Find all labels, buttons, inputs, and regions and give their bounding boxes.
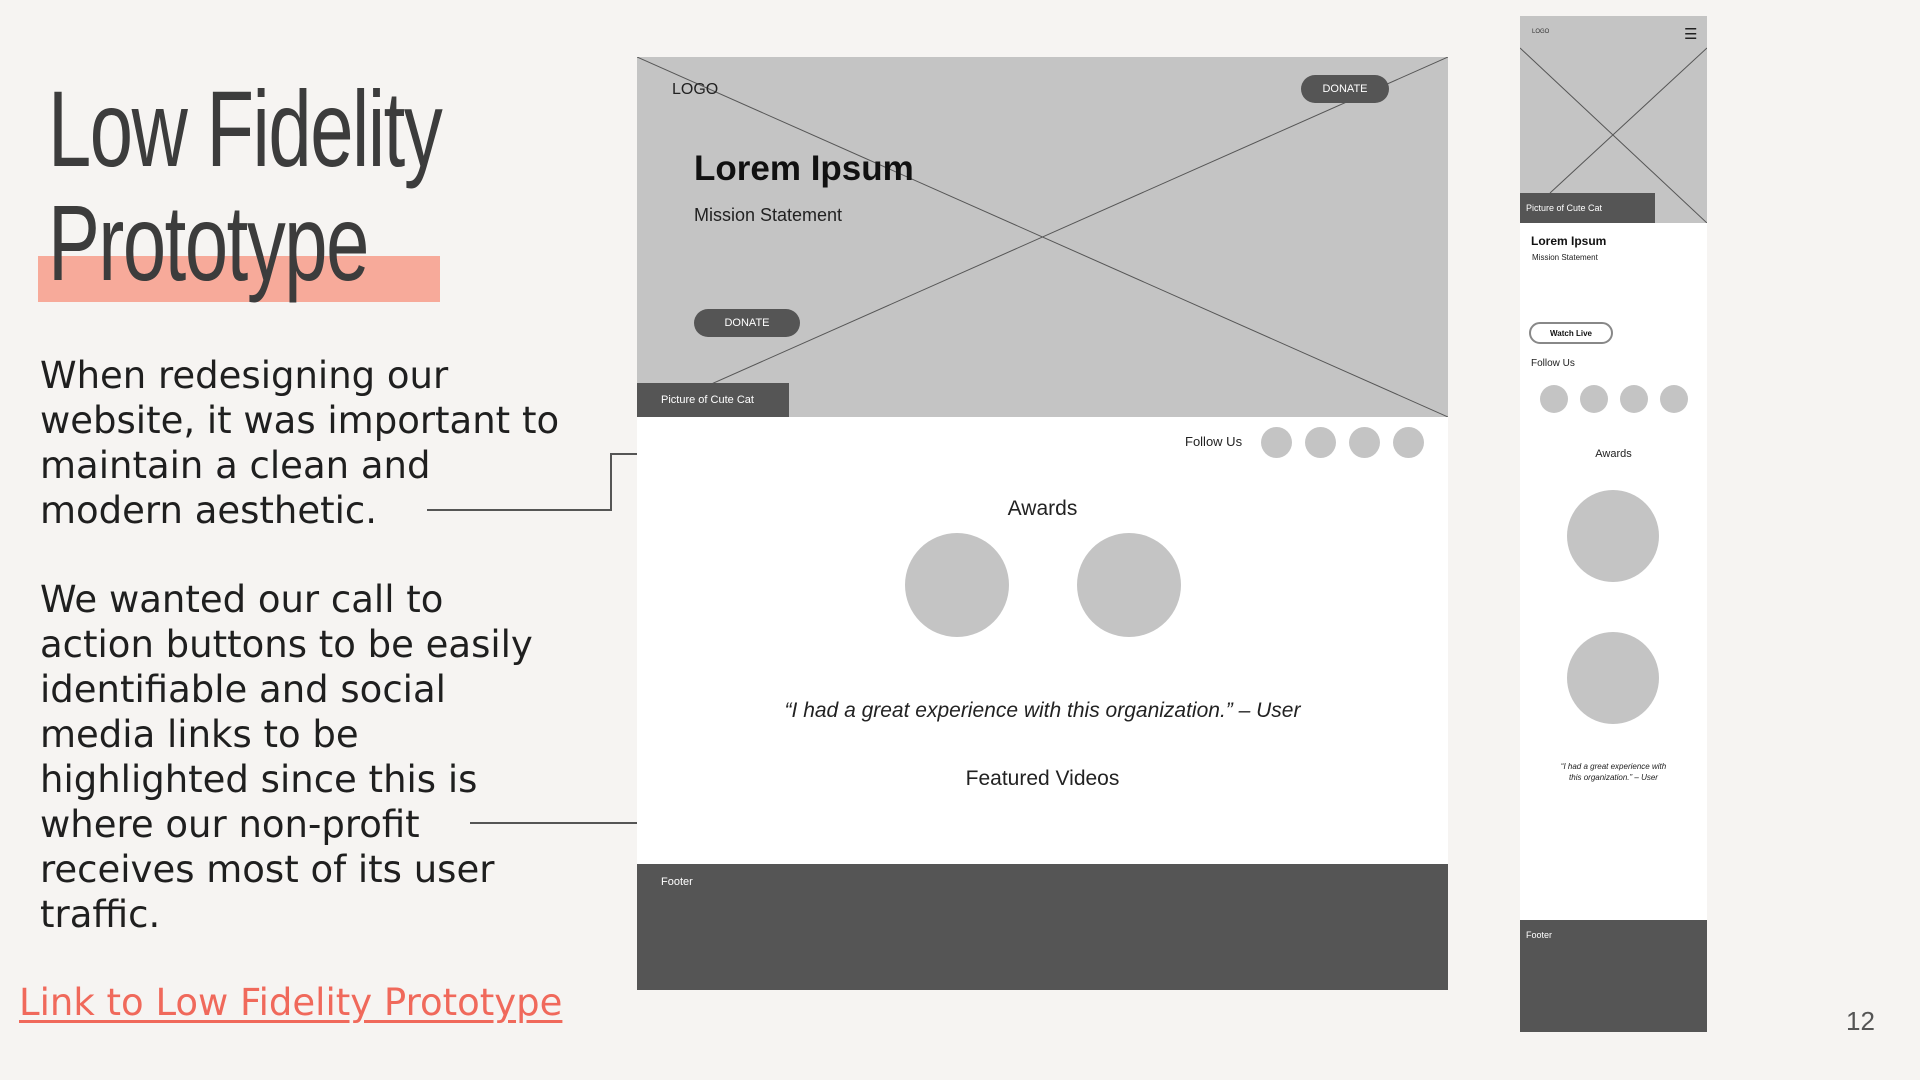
social-icon-3[interactable] [1349,427,1380,458]
mobile-quote-line-1: “I had a great experience with [1560,762,1667,771]
social-icon-1[interactable] [1261,427,1292,458]
mobile-social-icon-4[interactable] [1660,385,1688,413]
mobile-logo[interactable]: LOGO [1532,29,1550,35]
image-placeholder-cross [637,57,1448,417]
mobile-award-image-2 [1567,632,1659,724]
featured-videos-heading: Featured Videos [965,767,1120,790]
follow-us-label: Follow Us [1185,434,1243,449]
footer-label: Footer [661,876,693,888]
image-caption: Picture of Cute Cat [637,383,789,417]
mobile-follow-us-label: Follow Us [1531,358,1575,369]
donate-button-hero[interactable]: DONATE [694,309,800,337]
prototype-link[interactable]: Link to Low Fidelity Prototype [19,981,563,1024]
mission-statement: Mission Statement [694,205,843,225]
mobile-social-icon-3[interactable] [1620,385,1648,413]
mobile-social-icon-1[interactable] [1540,385,1568,413]
testimonial-quote: “I had a great experience with this orga… [784,699,1301,722]
title-line-2: Prototype [48,182,369,303]
mobile-image-caption: Picture of Cute Cat [1520,193,1655,223]
logo[interactable]: LOGO [672,81,719,98]
mobile-hero-image-placeholder: LOGO ☰ Picture of Cute Cat [1520,16,1707,223]
mobile-mission-statement: Mission Statement [1532,253,1598,262]
mobile-image-placeholder-cross [1520,47,1707,223]
desktop-wireframe: LOGO DONATE Lorem Ipsum Mission Statemen… [637,57,1448,990]
mobile-wireframe: LOGO ☰ Picture of Cute Cat Lorem Ipsum M… [1520,16,1707,1032]
mobile-footer-label: Footer [1526,930,1553,940]
award-image-1 [905,533,1009,637]
paragraph-call-to-action: We wanted our call to action buttons to … [40,578,533,936]
mobile-social-icon-2[interactable] [1580,385,1608,413]
title-line-1: Low Fidelity [48,68,443,189]
hero-heading: Lorem Ipsum [694,149,914,188]
title-highlight [38,256,440,302]
awards-heading: Awards [1007,497,1078,520]
mobile-quote-line-2: this organization.” – User [1569,773,1658,782]
award-image-2 [1077,533,1181,637]
hero-image-placeholder: LOGO DONATE Lorem Ipsum Mission Statemen… [637,57,1448,417]
social-icon-2[interactable] [1305,427,1336,458]
mobile-award-image-1 [1567,490,1659,582]
mobile-footer: Footer [1520,920,1707,1032]
footer: Footer [637,864,1448,990]
page-number: 12 [1846,1006,1875,1036]
paragraph-clean-aesthetic: When redesigning our website, it was imp… [40,354,560,532]
social-icon-4[interactable] [1393,427,1424,458]
donate-button-nav[interactable]: DONATE [1301,75,1389,103]
hamburger-icon[interactable]: ☰ [1684,26,1698,43]
slide-title: Low Fidelity Prototype [48,72,443,303]
mobile-testimonial-quote: “I had a great experience with this orga… [1520,761,1707,783]
mobile-awards-heading: Awards [1595,448,1632,460]
mobile-heading: Lorem Ipsum [1531,234,1607,248]
watch-live-button[interactable]: Watch Live [1529,322,1613,344]
